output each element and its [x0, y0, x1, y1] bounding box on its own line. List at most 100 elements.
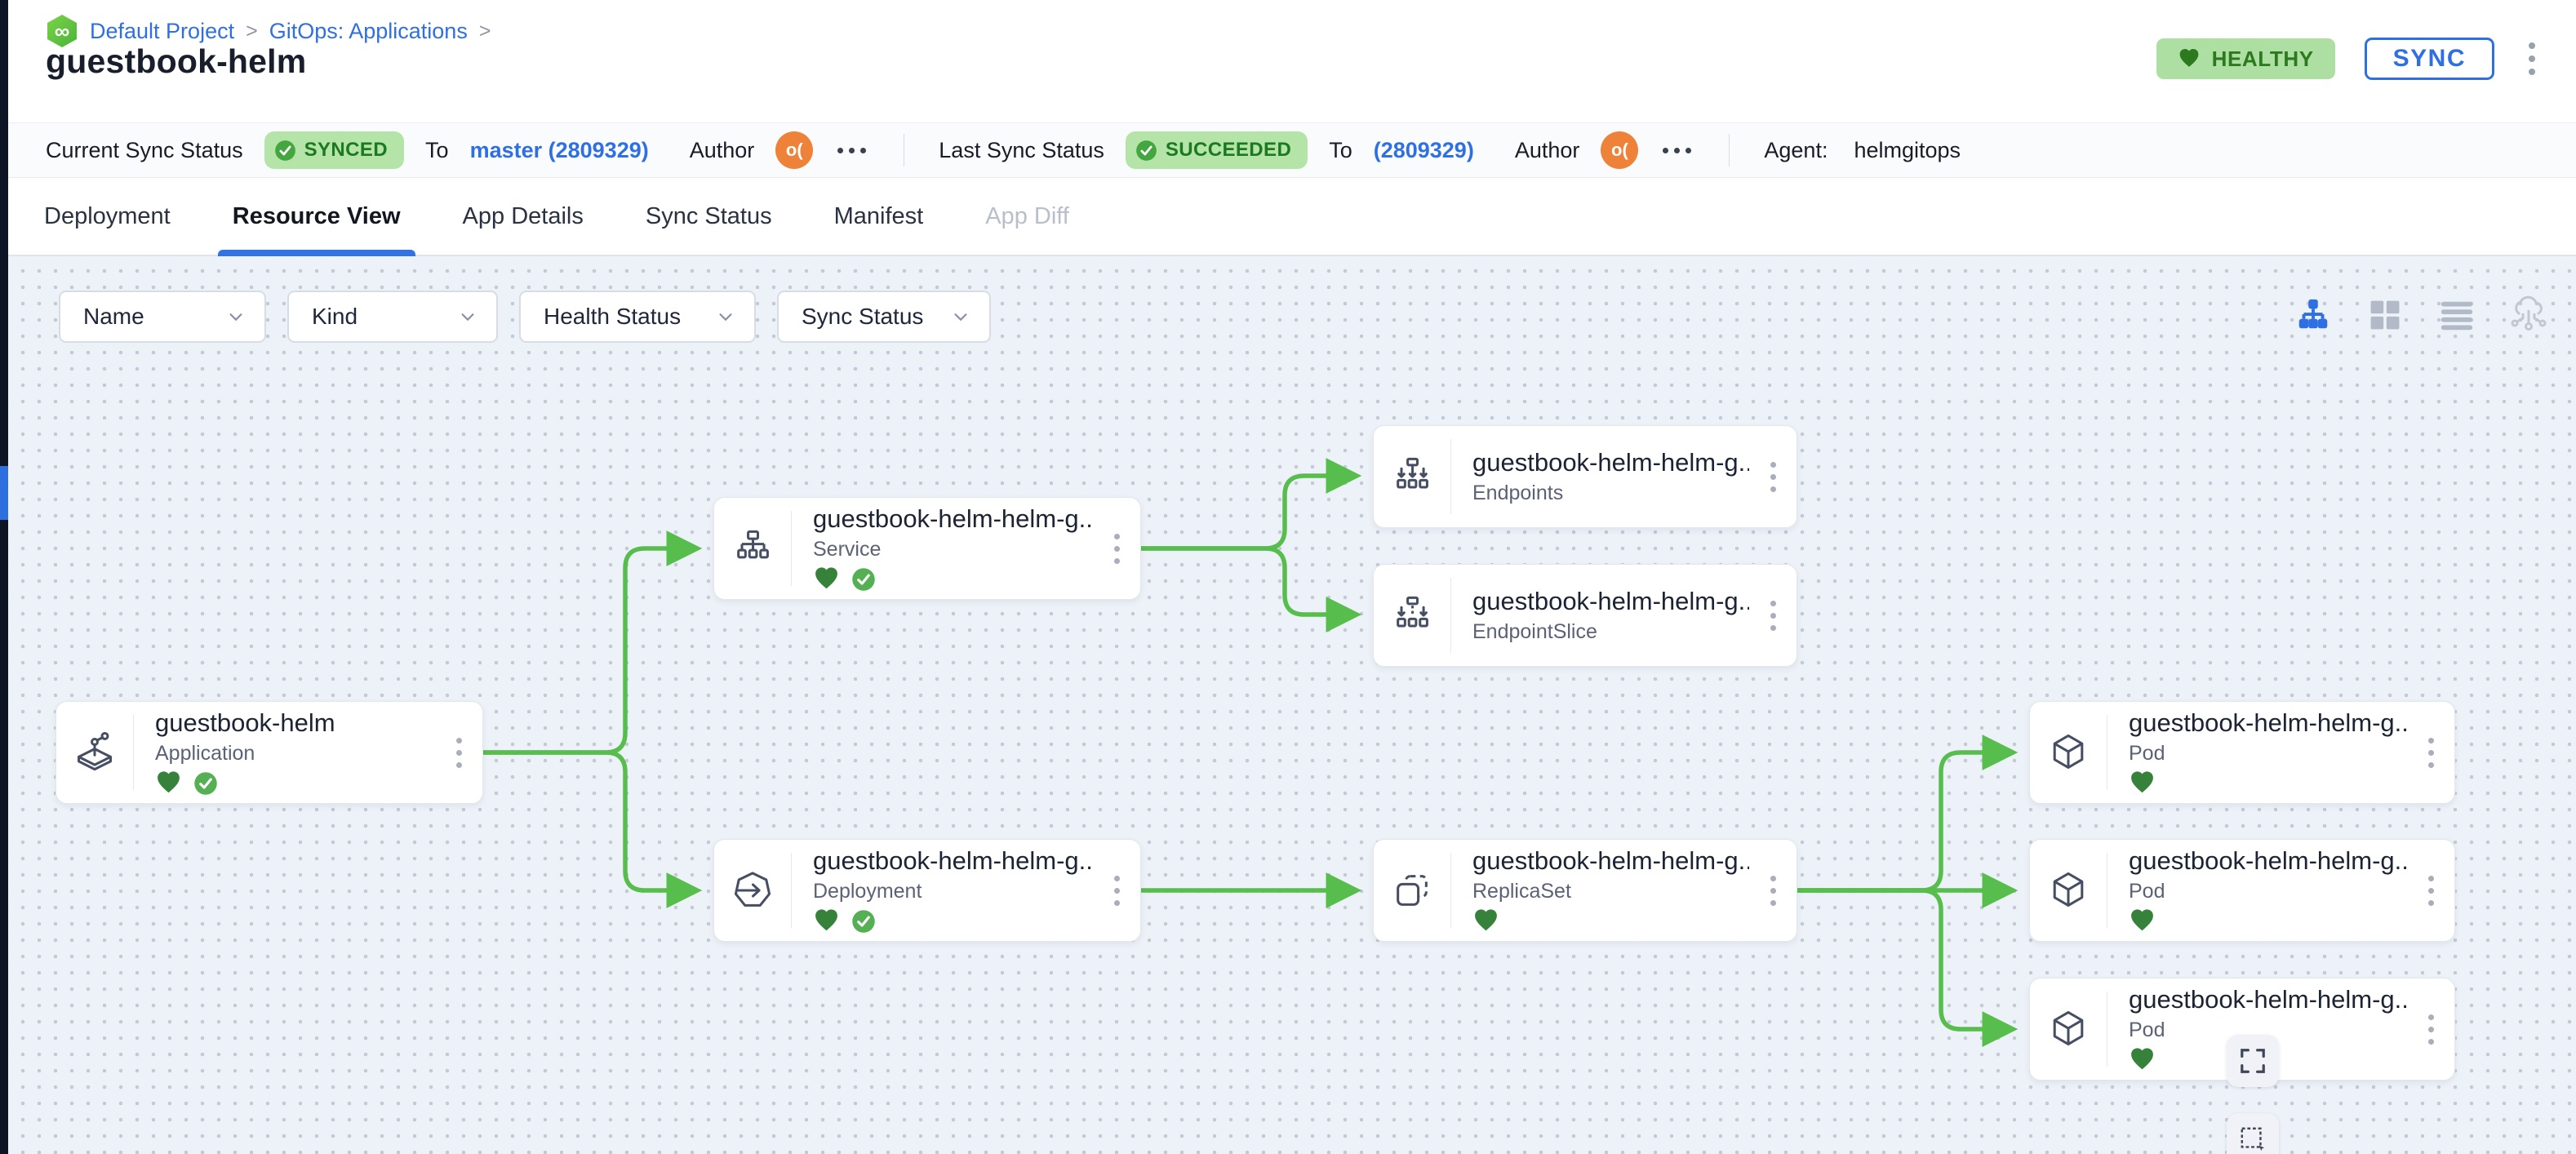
- sync-button[interactable]: SYNC: [2365, 38, 2494, 80]
- resource-node-deployment[interactable]: guestbook-helm-helm-g... Deployment: [713, 839, 1141, 942]
- node-menu-button[interactable]: [1093, 534, 1140, 564]
- check-circle-icon: [274, 140, 296, 162]
- health-badge-label: HEALTHY: [2212, 47, 2314, 72]
- resource-node-pod[interactable]: guestbook-helm-helm-g... Pod: [2029, 701, 2455, 804]
- node-menu-button[interactable]: [2407, 738, 2454, 768]
- filter-kind-dropdown[interactable]: Kind: [287, 291, 498, 343]
- endpointslice-icon: [1374, 594, 1450, 637]
- synced-check-icon: [851, 909, 876, 934]
- resource-name[interactable]: guestbook-helm-helm-g...: [2129, 985, 2407, 1014]
- list-view-icon: [2438, 296, 2476, 334]
- current-sync-status-label: Current Sync Status: [46, 138, 243, 163]
- header-actions: HEALTHY SYNC: [2156, 38, 2540, 80]
- health-status-badge: HEALTHY: [2156, 38, 2335, 79]
- resource-status: [155, 770, 435, 797]
- filter-name-dropdown[interactable]: Name: [59, 291, 266, 343]
- healthy-heart-icon: [155, 770, 182, 797]
- filter-health-status-dropdown[interactable]: Health Status: [519, 291, 756, 343]
- chevron-down-icon: [459, 308, 477, 326]
- replicaset-icon: [1374, 869, 1450, 912]
- pod-icon: [2030, 869, 2107, 912]
- app-tabs: Deployment Resource View App Details Syn…: [8, 178, 2576, 256]
- sidebar-active-indicator[interactable]: [0, 466, 8, 520]
- tab-resource-view[interactable]: Resource View: [228, 178, 406, 255]
- resource-name[interactable]: guestbook-helm: [155, 708, 435, 738]
- commit-more-button[interactable]: [834, 141, 869, 160]
- resource-node-service[interactable]: guestbook-helm-helm-g... Service: [713, 497, 1141, 600]
- resource-node-application[interactable]: guestbook-helm Application: [56, 701, 483, 804]
- tab-manifest[interactable]: Manifest: [829, 178, 929, 255]
- node-menu-button[interactable]: [435, 738, 482, 768]
- resource-node-pod[interactable]: guestbook-helm-helm-g... Pod: [2029, 839, 2455, 942]
- node-menu-button[interactable]: [2407, 1014, 2454, 1045]
- view-toggles: [2294, 295, 2548, 335]
- resource-tree-canvas[interactable]: Name Kind Health Status Sync Status: [8, 256, 2576, 1154]
- resource-node-replicaset[interactable]: guestbook-helm-helm-g... ReplicaSet: [1373, 839, 1797, 942]
- current-to-label: To: [425, 138, 449, 163]
- last-revision-link[interactable]: (2809329): [1374, 138, 1474, 163]
- resource-name[interactable]: guestbook-helm-helm-g...: [813, 504, 1093, 534]
- resource-name[interactable]: guestbook-helm-helm-g...: [813, 846, 1093, 876]
- application-icon: [56, 731, 133, 774]
- synced-check-icon: [193, 771, 218, 796]
- resource-kind: Service: [813, 538, 1093, 561]
- author-avatar: o(: [1601, 131, 1638, 169]
- healthy-heart-icon: [2129, 1046, 2156, 1073]
- healthy-heart-icon: [1472, 908, 1499, 934]
- resource-name[interactable]: guestbook-helm-helm-g...: [2129, 846, 2407, 876]
- collapsed-sidebar: [0, 0, 8, 1154]
- node-menu-button[interactable]: [1749, 876, 1797, 906]
- divider: [1729, 134, 1730, 166]
- check-circle-icon: [1135, 140, 1157, 162]
- agent-label: Agent:: [1764, 138, 1828, 163]
- breadcrumb-applications-link[interactable]: GitOps: Applications: [269, 19, 468, 44]
- resource-kind: Deployment: [813, 880, 1093, 903]
- tree-view-icon: [2294, 296, 2332, 334]
- synced-check-icon: [851, 567, 876, 592]
- tab-sync-status[interactable]: Sync Status: [641, 178, 777, 255]
- author-label: Author: [690, 138, 755, 163]
- resource-status: [1472, 908, 1749, 935]
- cluster-view-icon: [2509, 295, 2548, 335]
- pod-icon: [2030, 1008, 2107, 1050]
- resource-name[interactable]: guestbook-helm-helm-g...: [2129, 708, 2407, 738]
- tab-app-diff[interactable]: App Diff: [980, 178, 1074, 255]
- select-area-button[interactable]: [2227, 1113, 2279, 1154]
- last-to-label: To: [1329, 138, 1352, 163]
- node-menu-button[interactable]: [1093, 876, 1140, 906]
- resource-kind: Pod: [2129, 880, 2407, 903]
- tree-view-button[interactable]: [2294, 295, 2333, 335]
- resource-name[interactable]: guestbook-helm-helm-g...: [1472, 846, 1749, 876]
- healthy-heart-icon: [813, 908, 840, 934]
- resource-node-endpoints[interactable]: guestbook-helm-helm-g... Endpoints: [1373, 425, 1797, 528]
- healthy-heart-icon: [2129, 908, 2156, 934]
- endpoints-icon: [1374, 455, 1450, 498]
- agent-value: helmgitops: [1854, 138, 1961, 163]
- page-title: guestbook-helm: [46, 42, 306, 81]
- fit-view-button[interactable]: [2227, 1035, 2279, 1087]
- resource-name[interactable]: guestbook-helm-helm-g...: [1472, 448, 1749, 477]
- current-sync-status-badge: SYNCED: [264, 131, 404, 169]
- select-area-icon: [2239, 1125, 2267, 1153]
- commit-more-button[interactable]: [1659, 141, 1694, 160]
- current-revision-link[interactable]: master (2809329): [470, 138, 649, 163]
- filter-bar: Name Kind Health Status Sync Status: [59, 291, 991, 343]
- tab-deployment[interactable]: Deployment: [39, 178, 175, 255]
- grid-view-button[interactable]: [2365, 295, 2405, 335]
- healthy-heart-icon: [2129, 770, 2156, 797]
- filter-sync-status-dropdown[interactable]: Sync Status: [777, 291, 991, 343]
- resource-node-endpointslice[interactable]: guestbook-helm-helm-g... EndpointSlice: [1373, 564, 1797, 667]
- node-menu-button[interactable]: [1749, 462, 1797, 492]
- resource-kind: Pod: [2129, 742, 2407, 766]
- node-menu-button[interactable]: [2407, 876, 2454, 906]
- node-menu-button[interactable]: [1749, 601, 1797, 631]
- cluster-view-button[interactable]: [2509, 295, 2548, 335]
- breadcrumb-project-link[interactable]: Default Project: [90, 19, 234, 44]
- resource-kind: Application: [155, 742, 435, 766]
- list-view-button[interactable]: [2437, 295, 2476, 335]
- resource-kind: ReplicaSet: [1472, 880, 1749, 903]
- tab-app-details[interactable]: App Details: [458, 178, 588, 255]
- resource-name[interactable]: guestbook-helm-helm-g...: [1472, 587, 1749, 616]
- app-menu-button[interactable]: [2524, 38, 2540, 80]
